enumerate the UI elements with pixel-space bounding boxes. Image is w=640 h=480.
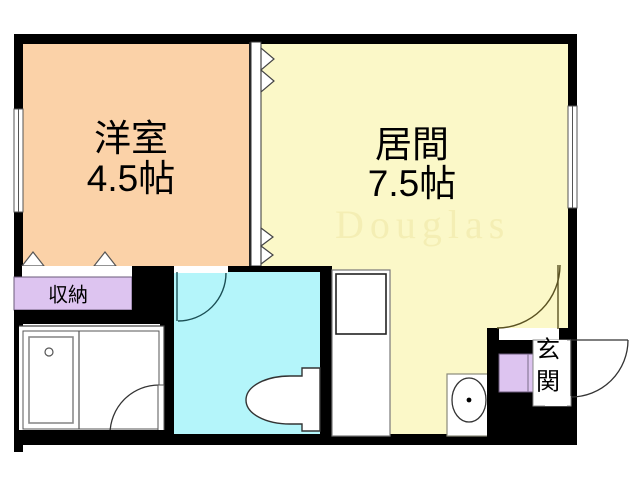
closet-area — [13, 276, 133, 311]
room-fill-living-upper — [256, 42, 569, 266]
room-label-living-name: 居間 — [375, 124, 449, 165]
sliding-door-marker-bottom — [260, 226, 274, 266]
room-label-genkan-line1: 玄 — [536, 336, 560, 363]
wall-genkan-bottom — [499, 406, 577, 442]
washbasin-drain — [466, 397, 472, 403]
toilet — [245, 367, 321, 432]
genkan-door[interactable] — [496, 264, 561, 329]
wall-washroom-top — [174, 266, 332, 272]
washroom-door[interactable] — [176, 272, 227, 322]
wall-washroom-right — [320, 266, 332, 442]
wall-top — [14, 34, 577, 44]
shoe-cabinet — [498, 353, 534, 393]
sliding-partition[interactable] — [250, 41, 262, 267]
room-fill-bedroom — [22, 42, 249, 266]
wall-left-upper — [14, 34, 23, 109]
wall-bath-left — [14, 324, 19, 442]
wall-right-mid — [568, 208, 577, 328]
genkan-floor-inner — [545, 340, 567, 406]
wall-bath-bottom — [14, 430, 174, 442]
window-right — [567, 105, 578, 209]
entry-door[interactable] — [570, 339, 629, 398]
window-left — [13, 108, 24, 213]
sliding-door-marker-top — [260, 46, 275, 94]
room-label-bedroom-size: 4.5帖 — [87, 158, 175, 199]
bathtub-drain — [44, 347, 54, 357]
genkan-door-reveal[interactable] — [497, 328, 559, 340]
washroom-door-reveal[interactable] — [174, 266, 228, 273]
kitchen-counter — [331, 269, 391, 437]
bathroom-fixtures — [17, 325, 165, 435]
watermark-text: Douglas — [335, 202, 510, 247]
kitchen-stove — [335, 273, 387, 335]
closet-door-reveal[interactable] — [22, 266, 132, 277]
wall-right-upper — [568, 34, 577, 106]
wall-bottom — [14, 434, 577, 445]
wall-genkan-left — [487, 328, 499, 442]
room-label-bedroom-name: 洋室 — [94, 118, 168, 159]
room-label-living-size: 7.5帖 — [368, 163, 456, 204]
washbasin — [446, 373, 494, 437]
room-label-genkan-line2: 関 — [536, 368, 560, 395]
room-label-closet: 収納 — [48, 283, 88, 306]
